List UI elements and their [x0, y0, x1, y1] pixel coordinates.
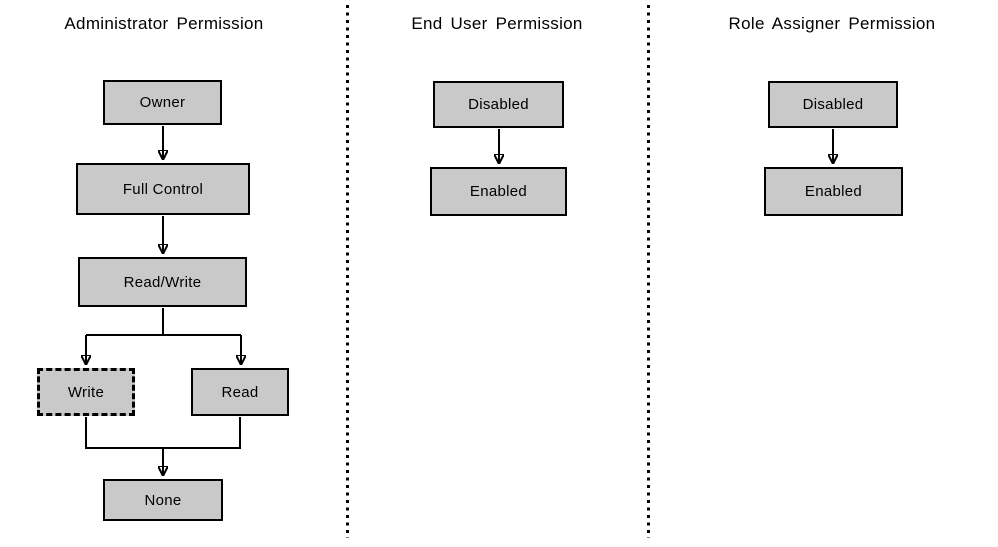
column-title-end-user-permission: End User Permission [411, 14, 583, 33]
node-write-label: Write [67, 383, 105, 401]
node-none-label: None [144, 491, 182, 509]
dotted-separator-left [346, 5, 349, 538]
column-title-role-assigner-permission: Role Assigner Permission [728, 14, 936, 33]
node-role-assigner-disabled: Disabled [768, 81, 898, 128]
node-end-user-disabled-label: Disabled [468, 96, 529, 113]
node-read-write-label: Read/Write [123, 273, 202, 291]
edge-merge-bar [85, 417, 241, 449]
node-read: Read [191, 368, 289, 416]
node-read-label: Read [221, 383, 259, 401]
node-owner: Owner [103, 80, 222, 125]
node-none: None [103, 479, 223, 521]
node-role-assigner-enabled: Enabled [764, 167, 903, 216]
node-end-user-enabled: Enabled [430, 167, 567, 216]
column-title-administrator-permission: Administrator Permission [64, 14, 264, 33]
node-read-write: Read/Write [78, 257, 247, 307]
node-write: Write [37, 368, 135, 416]
edge-readwrite-branch [86, 308, 241, 336]
node-role-assigner-enabled-label: Enabled [804, 183, 863, 200]
dotted-separator-right [647, 5, 650, 538]
node-full-control-label: Full Control [122, 180, 204, 198]
node-role-assigner-disabled-label: Disabled [802, 96, 864, 113]
node-full-control: Full Control [76, 163, 250, 215]
node-owner-label: Owner [139, 94, 186, 111]
node-end-user-disabled: Disabled [433, 81, 564, 128]
node-end-user-enabled-label: Enabled [469, 183, 528, 200]
